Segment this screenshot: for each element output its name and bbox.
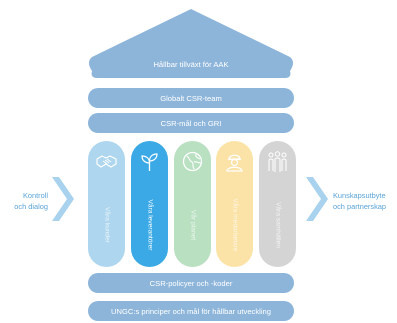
right-side-line1: Kunskapsutbyte [333,191,386,200]
left-side-label: Kontroll och dialog [14,190,48,212]
left-chevron-icon [52,177,74,221]
left-side-line1: Kontroll [22,191,48,200]
bar-global-csr-team: Globalt CSR-team [88,88,294,108]
sprout-icon [141,153,158,171]
pillar-suppliers-label: Våra leverantörer [146,199,153,251]
globe-icon [182,151,203,172]
pillar-employees: Våra medarbetare [216,141,253,267]
bar-csr-policies: CSR-policyer och -koder [88,273,294,293]
right-side-label: Kunskapsutbyte och partnerskap [333,190,386,212]
worker-icon [226,154,243,172]
pillar-suppliers: Våra leverantörer [131,141,168,267]
pillar-customers-label: Våra kunder [103,207,110,243]
right-chevron-icon [306,177,328,221]
pillar-employees-label: Våra medarbetare [231,198,238,252]
roof-title: Hållbar tillväxt för AAK [153,60,229,69]
left-side-line2: och dialog [14,202,48,211]
bar-csr-goals-gri: CSR-mål och GRI [88,113,294,133]
handshake-icon [96,155,117,168]
pillar-customers: Våra kunder [88,141,125,267]
pillar-planet-label: Vår planet [189,209,196,241]
bar-ungc-principles: UNGC:s principer och mål för hållbar utv… [88,301,294,321]
right-side-line2: och partnerskap [333,202,386,211]
pillar-communities: Våra samhällen [259,141,296,267]
pillar-planet: Vår planet [174,141,211,267]
people-icon [268,151,287,172]
pillar-communities-label: Våra samhällen [274,202,281,248]
